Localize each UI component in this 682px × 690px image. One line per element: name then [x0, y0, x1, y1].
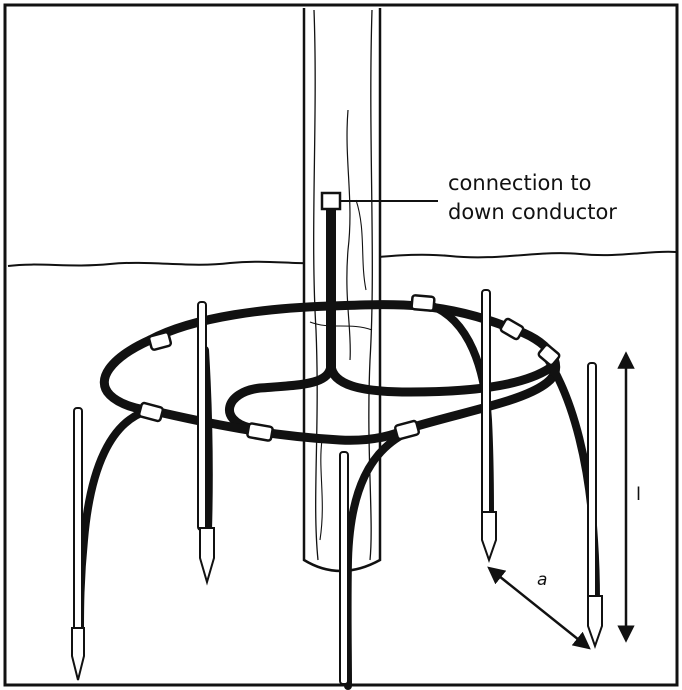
ground-rod: [71, 407, 85, 681]
callout-label-line1: connection to: [448, 171, 591, 195]
ground-rod: [197, 301, 215, 586]
wooden-pole: [302, 8, 382, 573]
down-conductor: [320, 191, 342, 370]
callout-label-line2: down conductor: [448, 200, 617, 224]
ground-rod: [481, 289, 497, 564]
ground-rods: [71, 289, 603, 685]
ground-rod: [339, 451, 349, 685]
ring-clamps: [137, 294, 561, 442]
spacing-dimension-label: a: [537, 570, 547, 590]
length-dimension-label: l: [636, 484, 641, 505]
connection-clamp: [320, 191, 342, 211]
ring-conductor: [99, 300, 561, 445]
spacing-dimension-arrow: [487, 566, 591, 650]
ground-rod: [587, 362, 603, 650]
